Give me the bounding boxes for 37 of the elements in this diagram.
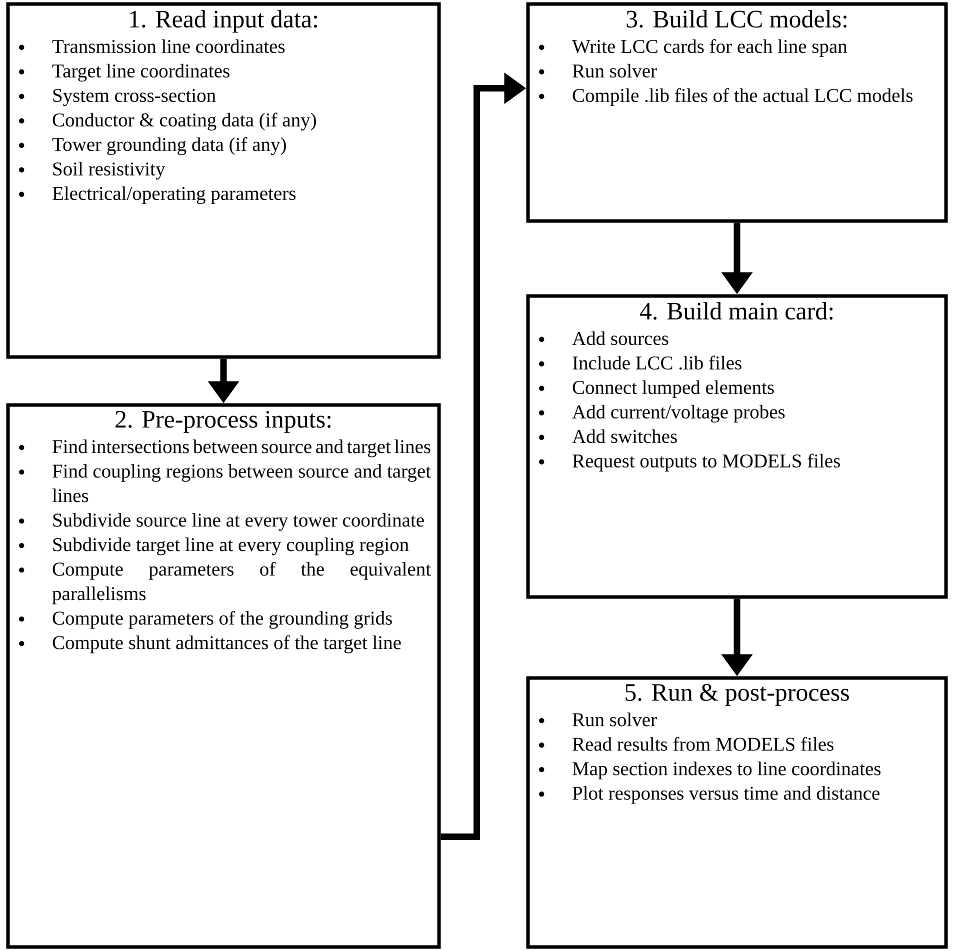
bullet-item: Read results from MODELS files (572, 736, 834, 751)
bullet-item: Include LCC .lib files (572, 356, 742, 370)
process-box (526, 294, 948, 599)
bullet-item: Subdivide target line at every coupling region (53, 538, 409, 556)
bullet-item: Run solver (572, 712, 657, 726)
bullet-item: Add current/voltage probes (572, 404, 785, 423)
bullet-item: Find intersections between source and target lines (52, 440, 430, 458)
bullet-item: Soil resistivity (53, 162, 166, 180)
bullet-item: Conductor & coating data (if any) (52, 112, 316, 131)
box-heading: 1. Read input data: (130, 10, 317, 33)
bullet-item: Transmission line coordinates (52, 39, 285, 54)
bullet-item: Add switches (572, 429, 677, 444)
box-heading: 3. Build LCC models: (626, 10, 846, 28)
process-box (6, 403, 441, 949)
process-box (526, 2, 948, 223)
bullet-item: Map section indexes to line coordinates (572, 762, 881, 780)
bullet-item: Compute shunt admittances of the target line (52, 635, 401, 654)
bullet-item: Plot responses versus time and distance (572, 786, 880, 804)
bullet-item: Write LCC cards for each line span (572, 39, 848, 57)
process-box (6, 2, 441, 359)
bullet-item: Request outputs to MODELS files (572, 454, 840, 472)
bullet-item: Tower grounding data (if any) (52, 137, 286, 156)
box-heading: 5. Run & post-process (626, 684, 849, 706)
bullet-item: Subdivide source line at every tower coordinate (53, 513, 424, 531)
box-heading: 2. Pre-process inputs: (116, 411, 330, 433)
bullet-item: Compute parameters of the equivalent parallelisms (52, 562, 431, 604)
bullet-item: Electrical/operating parameters (52, 186, 296, 204)
bullet-item: System cross-section (53, 88, 216, 106)
box-heading: 4. Build main card: (640, 302, 833, 320)
bullet-item: Compile .lib files of the actual LCC models (572, 88, 913, 106)
bullet-item: Find coupling regions between source and target lines (52, 464, 431, 502)
bullet-item: Connect lumped elements (572, 380, 774, 398)
process-box (526, 676, 948, 949)
bullet-item: Target line coordinates (52, 64, 230, 82)
bullet-item: Add sources (572, 331, 668, 346)
bullet-item: Compute parameters of the grounding grids (52, 610, 392, 629)
bullet-item: Run solver (572, 64, 657, 78)
